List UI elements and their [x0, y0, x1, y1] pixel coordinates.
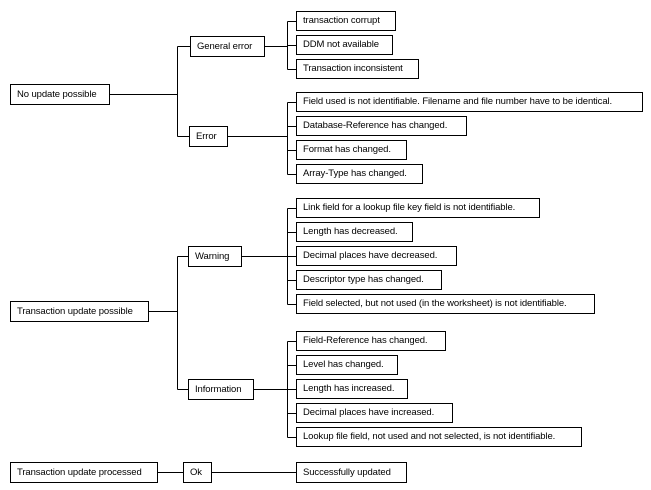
node-general-error: General error [190, 36, 265, 57]
node-transaction-corrupt: transaction corrupt [296, 11, 396, 31]
node-ddm-not-available: DDM not available [296, 35, 393, 55]
node-transaction-update-possible: Transaction update possible [10, 301, 149, 322]
node-decimal-places-increased: Decimal places have increased. [296, 403, 453, 423]
node-lookup-file-field-not-identifiable: Lookup file field, not used and not sele… [296, 427, 582, 447]
node-link-field-not-identifiable: Link field for a lookup file key field i… [296, 198, 540, 218]
node-length-decreased: Length has decreased. [296, 222, 413, 242]
node-decimal-places-decreased: Decimal places have decreased. [296, 246, 457, 266]
node-field-reference-changed: Field-Reference has changed. [296, 331, 446, 351]
node-field-selected-not-used: Field selected, but not used (in the wor… [296, 294, 595, 314]
node-database-reference-changed: Database-Reference has changed. [296, 116, 467, 136]
node-array-type-changed: Array-Type has changed. [296, 164, 423, 184]
node-information: Information [188, 379, 254, 400]
node-transaction-update-processed: Transaction update processed [10, 462, 158, 483]
node-error: Error [189, 126, 228, 147]
node-field-used-not-identifiable: Field used is not identifiable. Filename… [296, 92, 643, 112]
node-warning: Warning [188, 246, 242, 267]
node-no-update-possible: No update possible [10, 84, 110, 105]
node-descriptor-type-changed: Descriptor type has changed. [296, 270, 442, 290]
node-length-increased: Length has increased. [296, 379, 408, 399]
node-level-changed: Level has changed. [296, 355, 398, 375]
node-format-changed: Format has changed. [296, 140, 407, 160]
node-transaction-inconsistent: Transaction inconsistent [296, 59, 419, 79]
node-ok: Ok [183, 462, 212, 483]
node-successfully-updated: Successfully updated [296, 462, 407, 483]
